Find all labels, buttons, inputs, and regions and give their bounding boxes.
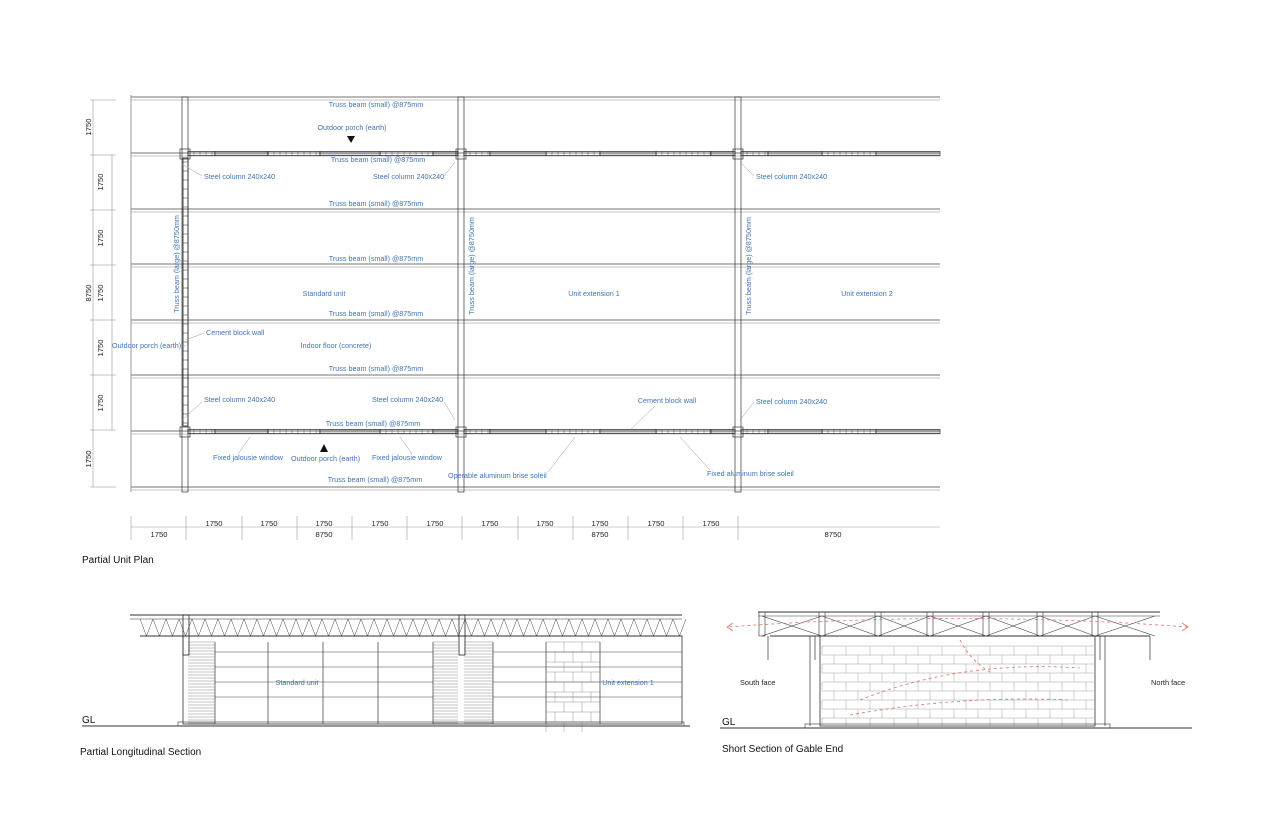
- gable-wall-outline: [819, 635, 1096, 727]
- caption-plan: Partial Unit Plan: [82, 555, 154, 566]
- dim-left-7: 1750: [84, 451, 93, 468]
- label-indoor-floor: Indoor floor (concrete): [301, 341, 372, 350]
- dim-left-4: 1750: [96, 285, 105, 302]
- label-large-beam-1: Truss beam (large) @8750mm: [172, 215, 181, 313]
- dim-left-1: 1750: [84, 119, 93, 136]
- label-beam-5: Truss beam (small) @875mm: [329, 309, 424, 318]
- label-beam-4: Truss beam (small) @875mm: [329, 254, 424, 263]
- label-brise-fixed: Fixed aluminum brise soleil: [707, 469, 794, 478]
- roof-truss-long: [139, 614, 687, 656]
- dim-bottom-unit-3: 8750: [825, 530, 842, 539]
- label-column-1: Steel column 240x240: [204, 172, 275, 181]
- label-beam-1: Truss beam (small) @875mm: [329, 100, 424, 109]
- leader-lines: [180, 161, 755, 473]
- dim-bottom-3: 1750: [316, 519, 333, 528]
- long-label-unit-extension-1: Unit extension 1: [602, 678, 654, 687]
- label-porch-top: Outdoor porch (earth): [317, 123, 386, 132]
- label-porch-left: Outdoor porch (earth): [112, 341, 181, 350]
- gable-block-wall: [821, 645, 1094, 726]
- label-large-beam-2: Truss beam (large) @8750mm: [467, 217, 476, 315]
- label-column-3: Steel column 240x240: [756, 172, 827, 181]
- label-unit-extension-2: Unit extension 2: [841, 289, 893, 298]
- caption-longitudinal: Partial Longitudinal Section: [80, 747, 201, 758]
- label-standard-unit: Standard unit: [303, 289, 346, 298]
- long-ground-label: GL: [82, 715, 96, 726]
- label-beam-3: Truss beam (small) @875mm: [329, 199, 424, 208]
- roof-truss-gable: [758, 611, 1156, 660]
- long-wall-panels: [188, 641, 682, 732]
- porch-marker-bottom: [320, 444, 328, 452]
- truss-beams-small: [131, 96, 940, 491]
- porch-marker-top: [347, 136, 355, 143]
- dim-bottom-unit-2: 8750: [592, 530, 609, 539]
- dim-left-5: 1750: [96, 340, 105, 357]
- plan-wall-strips: [187, 151, 941, 434]
- partial-longitudinal-section: GL Standard unit Unit extension 1 Partia…: [80, 614, 690, 758]
- dim-bottom-5: 1750: [427, 519, 444, 528]
- dim-left-2: 1750: [96, 174, 105, 191]
- long-label-standard-unit: Standard unit: [276, 678, 319, 687]
- caption-gable: Short Section of Gable End: [722, 744, 843, 755]
- dim-bottom-10: 1750: [703, 519, 720, 528]
- dim-left-3: 1750: [96, 230, 105, 247]
- dim-left-total: 8750: [84, 285, 93, 302]
- label-cement-wall-right: Cement block wall: [638, 396, 697, 405]
- bottom-dimension-chain: [130, 516, 940, 540]
- dim-bottom-6: 1750: [482, 519, 499, 528]
- label-cement-wall-left: Cement block wall: [206, 328, 265, 337]
- label-jalousie-right: Fixed jalousie window: [372, 453, 443, 462]
- dim-bottom-7: 1750: [537, 519, 554, 528]
- gable-ground-label: GL: [722, 717, 736, 728]
- label-beam-2: Truss beam (small) @875mm: [331, 155, 426, 164]
- dim-bottom-1: 1750: [206, 519, 223, 528]
- label-column-5: Steel column 240x240: [372, 395, 443, 404]
- airflow-arrows: [726, 618, 1189, 716]
- dim-bottom-porch: 1750: [151, 530, 168, 539]
- partial-unit-plan: 1750 1750 1750 1750 1750 1750 1750 8750 …: [82, 95, 941, 566]
- dim-bottom-8: 1750: [592, 519, 609, 528]
- label-beam-7: Truss beam (small) @875mm: [326, 419, 421, 428]
- gable-north-face: North face: [1151, 678, 1185, 687]
- label-jalousie-left: Fixed jalousie window: [213, 453, 284, 462]
- dim-bottom-2: 1750: [261, 519, 278, 528]
- long-wall-outline: [182, 635, 683, 725]
- label-beam-6: Truss beam (small) @875mm: [329, 364, 424, 373]
- steel-column-marks: [179, 148, 744, 438]
- dim-bottom-unit-1: 8750: [316, 530, 333, 539]
- label-brise-operable: Operable aluminum brise soleil: [448, 471, 547, 480]
- left-dimension-chain: [90, 99, 116, 488]
- cement-block-wall-left: [182, 157, 189, 427]
- label-unit-extension-1: Unit extension 1: [568, 289, 620, 298]
- short-section-gable-end: GL South face North face Short Section o…: [720, 611, 1192, 755]
- label-column-6: Steel column 240x240: [756, 397, 827, 406]
- label-beam-8: Truss beam (small) @875mm: [328, 475, 423, 484]
- label-porch-bottom: Outdoor porch (earth): [291, 454, 360, 463]
- dim-bottom-9: 1750: [648, 519, 665, 528]
- label-column-2: Steel column 240x240: [373, 172, 444, 181]
- dim-bottom-4: 1750: [372, 519, 389, 528]
- label-large-beam-3: Truss beam (large) @8750mm: [744, 217, 753, 315]
- dim-left-6: 1750: [96, 395, 105, 412]
- gable-south-face: South face: [740, 678, 775, 687]
- label-column-4: Steel column 240x240: [204, 395, 275, 404]
